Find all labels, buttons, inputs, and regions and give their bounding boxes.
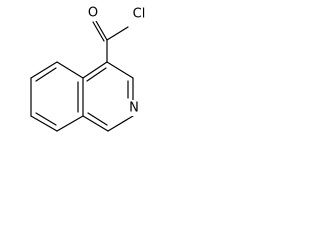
bond-c4a-c5 [56, 61, 84, 79]
atom-chlorine-label: Cl [133, 7, 146, 22]
bond-c4-c3 [106, 61, 134, 79]
bond-c8-c8a [56, 115, 84, 132]
bond-c5-c6 [30, 61, 58, 79]
bond-c4a-c4-inner [86, 67, 107, 82]
bond-c7-c8-inner [35, 112, 57, 126]
isoquinoline-carbonyl-chloride-structure: O Cl N [30, 5, 148, 132]
bond-c1-c8a [82, 115, 109, 132]
bond-c5-c6-inner [35, 67, 57, 82]
bond-carbonyl-o-1 [95, 20, 108, 41]
atom-nitrogen-label: N [129, 101, 139, 116]
atom-chlorine: Cl [128, 6, 148, 22]
atom-oxygen: O [86, 5, 100, 21]
atom-nitrogen: N [126, 100, 142, 116]
bond-c4a-c4 [82, 61, 108, 79]
bond-carbonyl-o-2 [92, 21, 105, 42]
atom-oxygen-label: O [88, 6, 98, 21]
bond-carbonyl-cl [106, 26, 129, 41]
bond-c1-c8a-inner [87, 112, 108, 126]
bond-n2-c1 [107, 115, 134, 132]
bond-c7-c8 [30, 115, 58, 132]
